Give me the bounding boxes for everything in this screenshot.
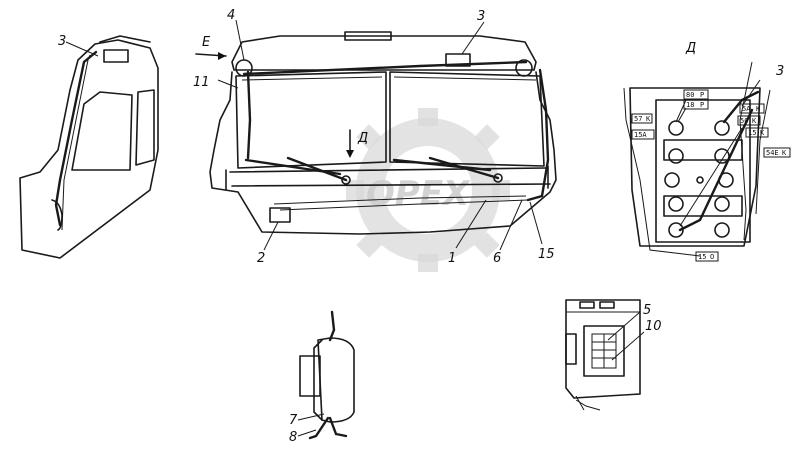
tag-18: 18 <box>686 101 694 109</box>
tag-15-bottom: 15 <box>698 253 706 261</box>
tag-15a: 15А <box>634 131 647 139</box>
callout-1: 1 <box>448 251 456 266</box>
tag-54e: 54Е <box>766 149 779 157</box>
tag-k5: К <box>782 149 787 157</box>
tag-r2: Р <box>700 101 704 109</box>
tag-50: 50 <box>740 117 748 125</box>
callout-6: 6 <box>493 251 501 266</box>
tag-r1: Р <box>700 91 704 99</box>
callout-5: 5 <box>643 303 651 318</box>
watermark-logo: OPEX <box>346 108 510 272</box>
tag-k2: К <box>756 105 761 113</box>
detail-e: 7 8 <box>289 310 355 445</box>
detail-d-tags: 57 К 80 Р 18 Р 15А 5А К 50 К 15 К 54Е К … <box>631 89 791 262</box>
callout-11: 11 <box>193 75 210 90</box>
tag-5a: 5А <box>742 105 751 113</box>
side-callout-3: 3 <box>58 34 66 49</box>
callout-7: 7 <box>289 413 298 428</box>
callout-10: 10 <box>645 319 662 334</box>
callout-3: 3 <box>477 9 485 24</box>
cab-side-view: 3 <box>19 34 159 259</box>
callout-4: 4 <box>227 8 235 23</box>
watermark-text: OPEX <box>366 174 471 214</box>
tag-80: 80 <box>686 91 694 99</box>
callout-2: 2 <box>257 251 265 266</box>
callout-15: 15 <box>538 247 555 262</box>
tag-k1: К <box>646 115 651 123</box>
detail-d-title: Д <box>685 41 696 56</box>
callout-e: E <box>202 35 211 50</box>
tag-15: 15 <box>748 129 756 137</box>
callout-d: Д <box>357 131 368 146</box>
tag-57: 57 <box>634 115 642 123</box>
cab-front-view: 4 3 11 E Д 2 1 6 15 <box>193 8 557 266</box>
detail-d: Д 3 57 К 80 Р <box>623 41 791 262</box>
tag-o: О <box>710 253 714 261</box>
detail-switch-panel: 5 10 <box>565 299 662 411</box>
tag-k3: К <box>752 117 757 125</box>
detail-d-callout-3: 3 <box>776 64 784 79</box>
callout-8: 8 <box>289 430 297 445</box>
tag-k4: К <box>760 129 765 137</box>
